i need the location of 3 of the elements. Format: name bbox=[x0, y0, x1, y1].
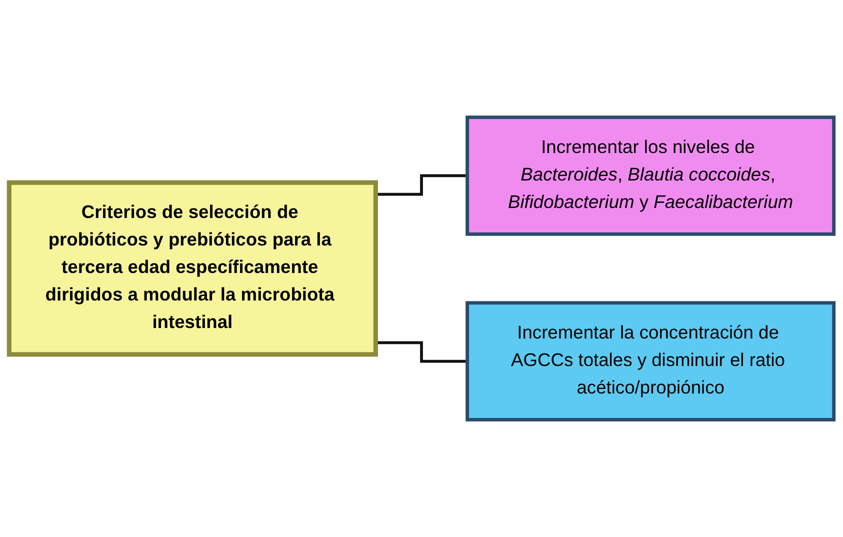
node-box: Incrementar los niveles de Bacteroides, Blautia coccoides, Bifidobacterium y Faecalibacterium bbox=[466, 116, 836, 236]
node-box: Criterios de selección de probióticos y prebióticos para la tercera edad específicamente dirigidos a modular la microbiota intestinal bbox=[6, 180, 378, 357]
node-box: Incrementar la concentración de AGCCs totales y disminuir el ratio acético/propiónico bbox=[466, 301, 836, 422]
